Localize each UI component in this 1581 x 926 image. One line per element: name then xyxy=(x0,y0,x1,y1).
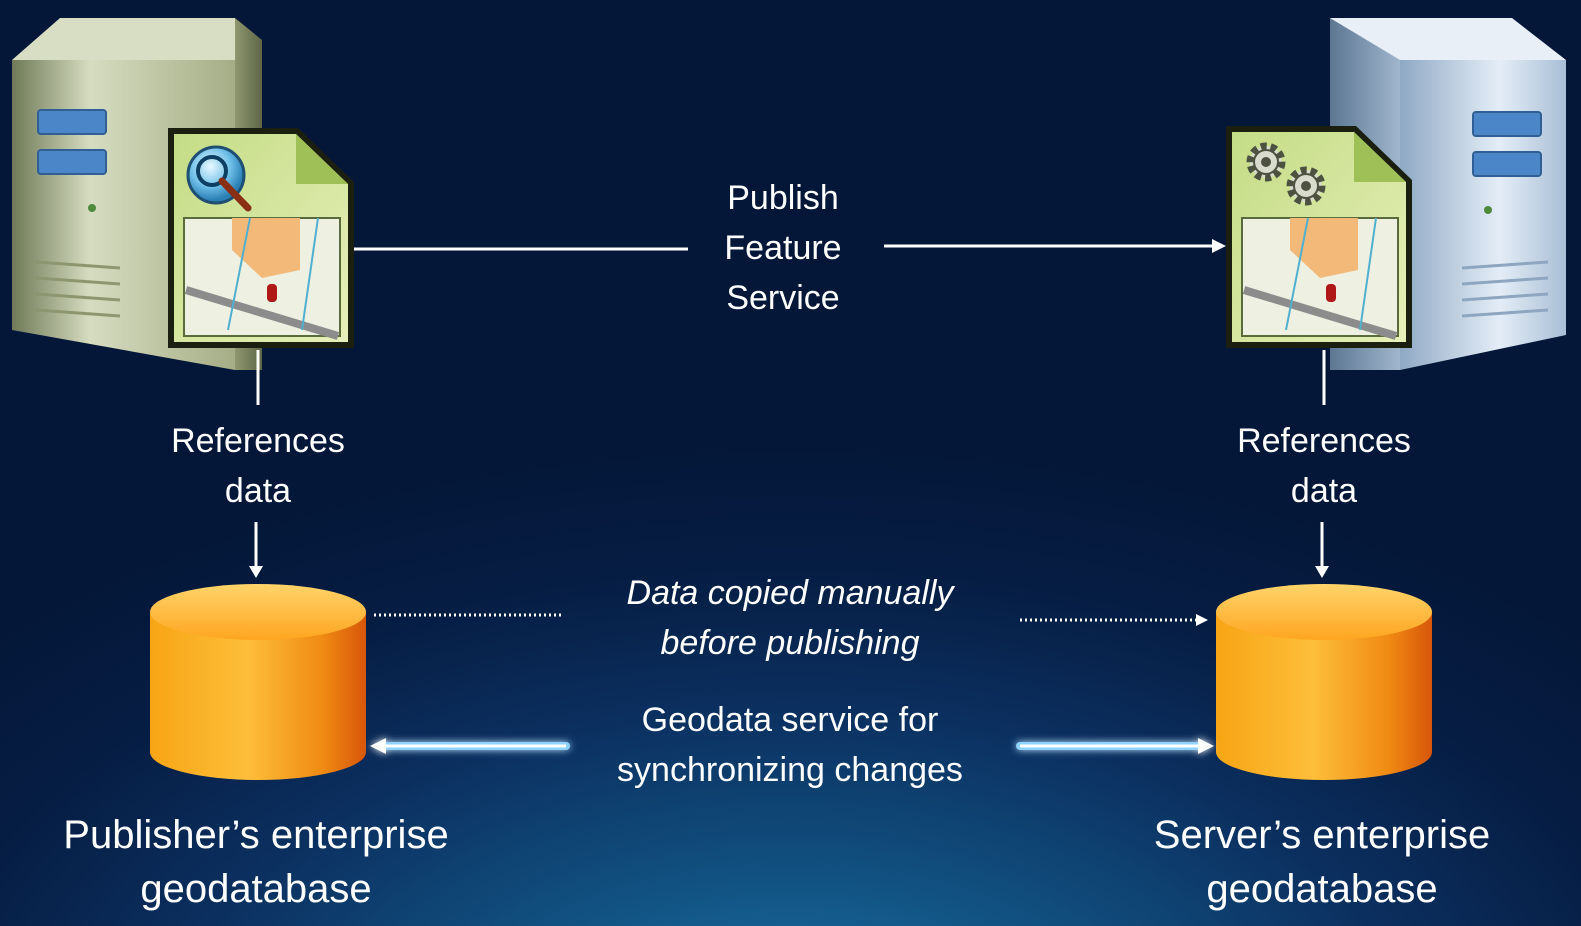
service-definition-icon xyxy=(1226,126,1412,348)
references-right-line2: data xyxy=(1290,472,1358,510)
publisher-db-line1: Publisher’s enterprise xyxy=(63,813,449,857)
server-geodatabase-label: Server’s enterprise geodatabase xyxy=(1076,808,1568,916)
references-data-label-left: References data xyxy=(138,416,378,516)
geodata-service-line1: Geodata service for xyxy=(641,701,939,739)
geodata-service-label: Geodata service for synchronizing change… xyxy=(560,695,1020,795)
references-right-line1: References xyxy=(1237,422,1411,460)
server-database-icon xyxy=(1216,584,1432,780)
data-copied-line1: Data copied manually xyxy=(626,574,954,612)
server-db-line1: Server’s enterprise xyxy=(1153,813,1491,857)
references-arrow-right xyxy=(1315,350,1329,578)
references-arrow-left xyxy=(249,350,263,578)
sync-arrow xyxy=(370,738,1214,754)
publisher-db-line2: geodatabase xyxy=(140,867,372,911)
publish-feature-service-label: Publish Feature Service xyxy=(683,173,883,323)
server-db-line2: geodatabase xyxy=(1206,867,1438,911)
publish-line3: Service xyxy=(726,279,840,317)
publisher-database-icon xyxy=(150,584,366,780)
references-left-line2: data xyxy=(224,472,292,510)
references-data-label-right: References data xyxy=(1204,416,1444,516)
publisher-geodatabase-label: Publisher’s enterprise geodatabase xyxy=(10,808,502,916)
data-copied-line2: before publishing xyxy=(660,624,920,662)
map-document-icon xyxy=(168,128,354,348)
publish-arrow xyxy=(354,239,1226,253)
gear-icon xyxy=(1246,142,1326,206)
references-left-line1: References xyxy=(171,422,345,460)
data-copied-label: Data copied manually before publishing xyxy=(560,568,1020,668)
publish-line1: Publish xyxy=(727,179,839,217)
geodata-service-line2: synchronizing changes xyxy=(617,751,963,789)
data-copy-arrow xyxy=(374,613,1208,626)
publish-line2: Feature xyxy=(724,229,842,267)
